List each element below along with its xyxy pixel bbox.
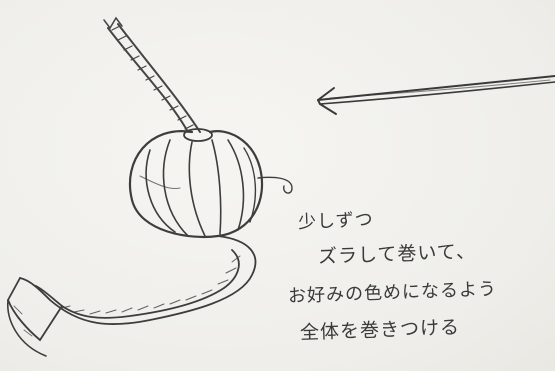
ball-icon xyxy=(128,128,293,239)
direction-arrow xyxy=(317,75,555,115)
annotation-line-2: ズラして巻いて、 xyxy=(317,240,477,268)
annotation-line-1: 少しずつ xyxy=(297,209,375,233)
ribbon-icon xyxy=(7,235,257,357)
annotation-line-4: 全体を巻きつける xyxy=(299,316,461,344)
cord-icon xyxy=(103,16,201,133)
